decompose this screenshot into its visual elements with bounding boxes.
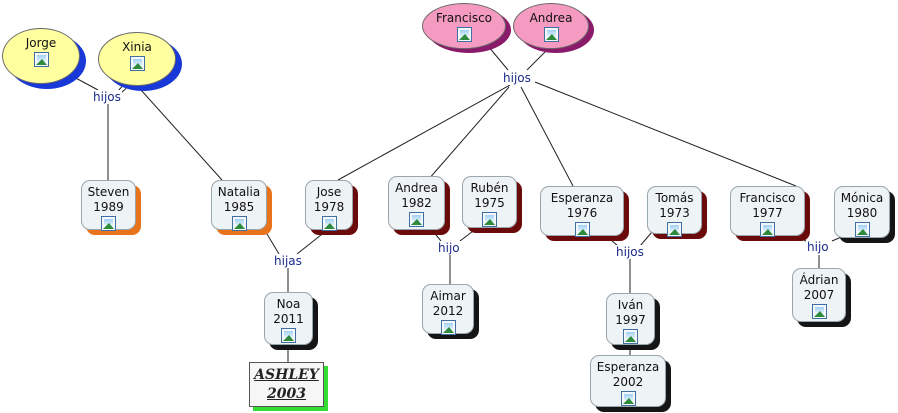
great-grandchild-esperanza[interactable]: Esperanza 2002 — [590, 355, 666, 407]
image-icon[interactable] — [321, 216, 337, 231]
person-year: 1980 — [846, 206, 878, 220]
link-label-hijos-left: hijos — [92, 90, 122, 104]
child-francisco[interactable]: Francisco 1977 — [730, 186, 805, 237]
person-year: 1976 — [566, 206, 598, 220]
parent-andrea[interactable]: Andrea — [513, 3, 589, 49]
image-icon[interactable] — [440, 320, 456, 335]
image-icon[interactable] — [760, 222, 775, 237]
grandchild-ivan[interactable]: Iván 1997 — [606, 293, 655, 345]
image-icon[interactable] — [620, 391, 636, 406]
image-icon[interactable] — [667, 222, 682, 237]
person-name: ASHLEY — [254, 367, 319, 383]
person-year: 1978 — [313, 200, 345, 214]
image-icon[interactable] — [231, 216, 247, 231]
image-icon[interactable] — [574, 222, 590, 237]
image-icon[interactable] — [409, 212, 424, 227]
person-year: 1982 — [401, 196, 432, 210]
parent-xinia[interactable]: Xinia — [98, 32, 176, 86]
person-name: Andrea — [395, 181, 438, 195]
person-name: Iván — [617, 298, 644, 312]
link-label-hijo-francisco: hijo — [806, 240, 830, 254]
image-icon[interactable] — [854, 222, 870, 237]
image-icon[interactable] — [623, 329, 638, 344]
spouse-monica[interactable]: Mónica 1980 — [834, 186, 890, 238]
grandchild-aimar[interactable]: Aimar 2012 — [422, 284, 474, 335]
parent-jorge[interactable]: Jorge — [2, 28, 80, 84]
parent-name: Xinia — [122, 40, 152, 54]
person-name: Jose — [316, 185, 342, 199]
grandchild-noa[interactable]: Noa 2011 — [264, 292, 313, 345]
person-name: Noa — [276, 297, 301, 311]
person-year: 2002 — [612, 375, 644, 389]
parent-name: Jorge — [25, 36, 57, 50]
link-label-hijas: hijas — [273, 254, 303, 268]
person-name: Esperanza — [550, 191, 614, 205]
person-year: 2003 — [267, 386, 306, 402]
image-icon[interactable] — [811, 304, 827, 319]
image-icon[interactable] — [33, 52, 49, 67]
image-icon[interactable] — [482, 212, 497, 227]
parent-francisco[interactable]: Francisco — [422, 3, 506, 49]
child-esperanza[interactable]: Esperanza 1976 — [540, 186, 624, 237]
link-label-hijos-top: hijos — [502, 71, 532, 85]
child-steven[interactable]: Steven 1989 — [81, 180, 136, 231]
image-icon[interactable] — [129, 56, 145, 71]
image-icon[interactable] — [456, 27, 472, 42]
link-label-hijo-andrea: hijo — [437, 241, 461, 255]
child-jose[interactable]: Jose 1978 — [305, 180, 353, 231]
link-label-hijos-esperanza: hijos — [615, 245, 645, 259]
person-year: 1997 — [615, 313, 646, 327]
person-year: 2012 — [432, 304, 464, 318]
image-icon[interactable] — [543, 27, 559, 42]
parent-name: Francisco — [435, 11, 493, 25]
child-andrea[interactable]: Andrea 1982 — [388, 176, 445, 230]
person-name: Tomás — [655, 191, 694, 205]
person-year: 1989 — [93, 200, 124, 214]
person-name: Mónica — [840, 191, 884, 205]
person-name: Rubén — [470, 181, 509, 195]
person-year: 1973 — [659, 206, 690, 220]
person-name: Esperanza — [596, 360, 660, 374]
spouse-ruben[interactable]: Rubén 1975 — [462, 176, 517, 228]
person-name: Aimar — [430, 289, 466, 303]
great-grandchild-ashley[interactable]: ASHLEY 2003 — [249, 362, 324, 407]
spouse-tomas[interactable]: Tomás 1973 — [647, 186, 702, 237]
image-icon[interactable] — [101, 216, 116, 231]
person-name: Natalia — [217, 185, 261, 199]
person-name: Ádrian — [799, 273, 839, 287]
parent-name: Andrea — [529, 11, 573, 25]
person-year: 2011 — [273, 312, 304, 326]
person-year: 1975 — [474, 196, 505, 210]
image-icon[interactable] — [281, 328, 296, 343]
person-year: 2007 — [803, 288, 835, 302]
person-year: 1977 — [752, 206, 783, 220]
child-natalia[interactable]: Natalia 1985 — [211, 180, 267, 231]
grandchild-adrian[interactable]: Ádrian 2007 — [792, 268, 846, 322]
person-name: Steven — [87, 185, 130, 199]
person-name: Francisco — [739, 191, 796, 205]
person-year: 1985 — [223, 200, 255, 214]
